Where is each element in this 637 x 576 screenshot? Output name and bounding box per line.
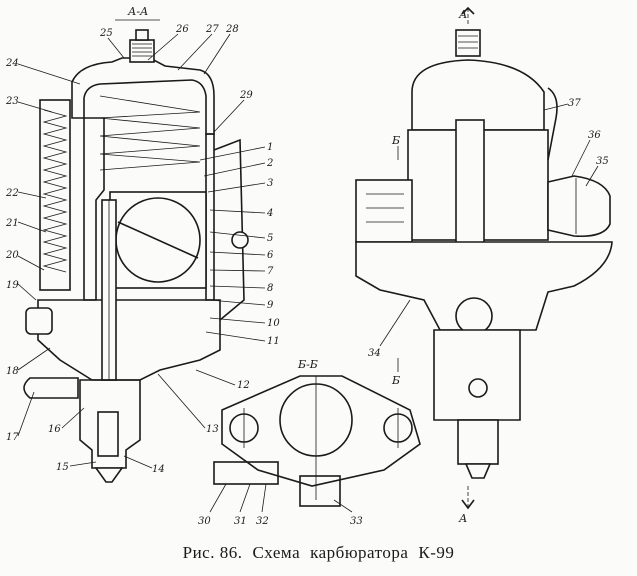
external-view	[355, 6, 613, 510]
ext-left-flange	[355, 179, 413, 243]
section-a-letter-top: А	[458, 8, 467, 21]
ext-bowl-screw	[468, 378, 488, 398]
ext-drain-nut	[457, 419, 499, 465]
lower-body	[37, 299, 221, 381]
callout-15: 15	[56, 462, 69, 473]
ext-boss	[455, 297, 493, 335]
top-cap	[135, 29, 149, 41]
bb-lower-boss	[299, 475, 341, 507]
jet-block	[97, 411, 119, 457]
section-bb-title: Б-Б	[297, 358, 318, 371]
callout-23: 23	[5, 96, 19, 107]
callout-27: 27	[205, 24, 219, 35]
callout-5: 5	[267, 233, 273, 244]
section-arrow-bottom	[461, 499, 475, 510]
chamber-spring	[99, 95, 201, 171]
callouts-left	[17, 33, 266, 469]
ext-air-intake	[547, 175, 611, 238]
callout-7: 7	[267, 266, 274, 277]
drain-tip	[94, 467, 124, 483]
fitting-threads	[132, 43, 152, 57]
side-plug	[25, 307, 53, 335]
section-aa-title: А-А	[127, 5, 148, 18]
section-a-letter-bottom: А	[458, 512, 467, 525]
caption-word-1: Схема	[252, 543, 301, 562]
callout-19: 19	[6, 280, 19, 291]
caption-model: К-99	[418, 543, 455, 562]
callout-36: 36	[588, 130, 601, 141]
callout-16: 16	[48, 424, 61, 435]
float-spring	[42, 109, 68, 273]
float-tube	[39, 99, 71, 291]
callout-28: 28	[225, 24, 239, 35]
ext-mid-body	[355, 241, 613, 331]
body-left-wall	[83, 117, 105, 301]
callout-3: 3	[267, 178, 273, 189]
callout-20: 20	[5, 250, 19, 261]
callout-30: 30	[198, 516, 211, 527]
callout-37: 37	[568, 98, 581, 109]
jet-housing	[79, 379, 141, 469]
callout-33: 33	[350, 516, 363, 527]
callout-1: 1	[267, 142, 273, 153]
throttle-plate	[117, 221, 199, 259]
callout-9: 9	[267, 300, 274, 311]
callout-11: 11	[267, 336, 280, 347]
callout-6: 6	[267, 250, 274, 261]
callout-14: 14	[152, 464, 165, 475]
top-fitting	[129, 39, 155, 63]
callout-12: 12	[237, 380, 250, 391]
caption-word-2: карбюратора	[310, 543, 409, 562]
callout-22: 22	[5, 188, 19, 199]
callout-18: 18	[6, 366, 19, 377]
callout-35: 35	[596, 156, 609, 167]
callout-31: 31	[234, 516, 247, 527]
callout-2: 2	[266, 158, 273, 169]
callout-32: 32	[256, 516, 269, 527]
section-bb-view	[209, 375, 421, 513]
callout-34: 34	[368, 348, 381, 359]
callout-26: 26	[175, 24, 189, 35]
callout-17: 17	[6, 432, 19, 443]
callout-25: 25	[99, 28, 113, 39]
ext-top-fitting	[455, 29, 481, 57]
ext-drain-tip	[464, 463, 492, 479]
section-aa-view	[17, 19, 266, 483]
inlet-nozzle	[23, 377, 79, 399]
callout-4: 4	[266, 208, 273, 219]
callout-13: 13	[206, 424, 219, 435]
throttle-lever	[213, 138, 245, 321]
callout-29: 29	[239, 90, 253, 101]
section-b-letter-top: Б	[391, 134, 400, 147]
ext-bowl	[433, 329, 521, 421]
ext-bracket	[547, 87, 558, 161]
callout-8: 8	[267, 283, 273, 294]
ext-cover	[411, 59, 545, 131]
callout-21: 21	[5, 218, 19, 229]
callout-10: 10	[267, 318, 280, 329]
callout-24: 24	[5, 58, 19, 69]
section-b-letter-bottom: Б	[391, 374, 400, 387]
figure-caption: Рис. 86. Схема карбюратора К-99	[0, 543, 637, 563]
caption-prefix: Рис. 86.	[182, 543, 243, 562]
idle-jet-body	[213, 461, 279, 485]
section-arrow-top	[461, 6, 475, 15]
